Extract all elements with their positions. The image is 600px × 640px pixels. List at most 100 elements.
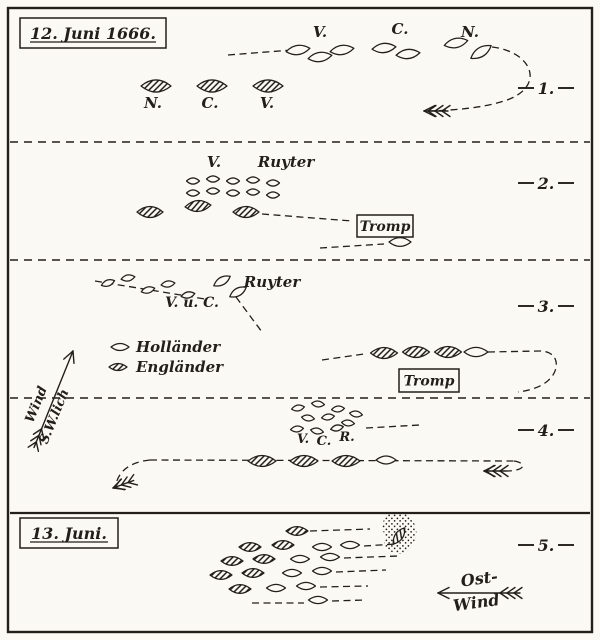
annotation-label: V.: [207, 153, 221, 171]
tromp-box-phase2-text: Tromp: [360, 219, 411, 235]
phase1-turn-loop: [429, 46, 531, 112]
englaender-ship: [252, 553, 276, 565]
hollaender-ship: [300, 414, 316, 422]
hollaender-ship: [371, 42, 397, 54]
ost-wind-label-1: Ost-: [460, 567, 499, 591]
hollaender-ship: [311, 566, 333, 576]
englaender-ship: [241, 567, 265, 579]
hollaender-ship: [120, 274, 136, 282]
phase4-left-hook: [115, 459, 151, 485]
hollaender-ship: [140, 286, 156, 294]
hollaender-ship: [443, 37, 469, 49]
phase4-right-arrow: [483, 464, 509, 478]
ost-wind-arrow: [437, 586, 523, 600]
hollaender-ship: [225, 177, 241, 185]
hollaender-ship: [339, 540, 361, 550]
annotation-label: Ruyter: [257, 153, 316, 171]
hollaender-ship: [289, 425, 305, 433]
englaender-ship: [196, 79, 228, 93]
sw-wind-arrow: [27, 350, 75, 453]
englaender-ship: [369, 346, 399, 360]
phase3-ruyter-path: [235, 296, 263, 333]
phase5-trail-1: [309, 528, 371, 532]
hollaender-ship: [185, 177, 201, 185]
phase4-cluster-dash: [365, 424, 421, 429]
hollaender-ship: [265, 179, 281, 187]
phase-marker-4: 4.: [518, 421, 574, 440]
englaender-ship: [220, 555, 244, 567]
phase4-right-hook: [505, 460, 524, 472]
hollaender-ship: [320, 413, 336, 421]
hollaender-ship: [295, 581, 317, 591]
annotation-label: C.: [317, 434, 332, 449]
phase4-main-line: [149, 459, 515, 462]
hollaender-ship: [290, 404, 306, 412]
tromp-box-phase2: Tromp: [356, 214, 414, 238]
hollaender-ship: [205, 175, 221, 183]
phase1-turn-arrow: [423, 104, 451, 118]
englaender-ship: [232, 205, 260, 219]
englaender-ship: [228, 583, 252, 595]
phase2-tromp-link: [261, 213, 353, 222]
date-box-13-juni-text: 13. Juni.: [31, 524, 107, 543]
phase-marker-3: 3.: [518, 297, 574, 316]
annotation-label: N.: [460, 23, 479, 41]
hollaender-ship: [463, 346, 489, 358]
annotation-label: R.: [338, 430, 354, 445]
hollaender-ship: [348, 410, 364, 418]
phase-marker-5: 5.: [518, 536, 574, 555]
phase5-trail-4: [335, 569, 387, 573]
annotation-label: C.: [202, 94, 219, 112]
englaender-ship: [247, 454, 277, 468]
annotation-label: Holländer: [135, 338, 221, 356]
phase-number: 2.: [537, 174, 555, 193]
hollaender-ship: [319, 552, 341, 562]
hollaender-ship: [330, 405, 346, 413]
hollaender-ship: [309, 427, 325, 435]
englaender-ship: [238, 541, 262, 553]
hollaender-ship: [205, 187, 221, 195]
phase-number: 1.: [538, 79, 555, 98]
hollaender-ship: [225, 189, 241, 197]
phase-marker-1: 1.: [518, 79, 574, 98]
phase-markers: 1. 2. 3. 4. 5.: [518, 79, 574, 555]
phase-marker-2: 2.: [518, 174, 574, 193]
annotation-label: V.: [297, 432, 309, 447]
hollaender-ship: [470, 44, 492, 60]
hollaender-ship: [307, 51, 333, 63]
hollaender-ship: [185, 189, 201, 197]
englaender-ship: [108, 362, 128, 372]
hollaender-ship: [229, 286, 247, 298]
hollaender-ship: [388, 236, 412, 248]
englaender-ship: [252, 79, 284, 93]
phase5-trail-7: [331, 599, 367, 602]
annotation-label: C.: [392, 20, 409, 38]
englaender-ship: [392, 527, 406, 545]
hollaender-ship: [395, 48, 421, 60]
annotation-label: V. u. C.: [165, 295, 219, 311]
tromp-box-phase3-text: Tromp: [404, 374, 455, 390]
hollaender-ship: [311, 542, 333, 552]
hollaender-ship: [340, 419, 356, 427]
phase5-trail-5: [319, 585, 369, 588]
date-box-12-juni-text: 12. Juni 1666.: [30, 24, 156, 43]
hollaender-ship: [213, 275, 231, 287]
section-separators: [10, 141, 590, 515]
englaender-ship: [401, 345, 431, 359]
annotation-label: V.: [260, 94, 274, 112]
phase-number: 4.: [538, 421, 555, 440]
date-box-13-juni: 13. Juni.: [19, 517, 119, 549]
englaender-ship: [140, 79, 172, 93]
hollaender-ship: [180, 291, 196, 299]
arrows: [27, 104, 523, 600]
hollaender-ship: [285, 44, 311, 56]
hollaender-ship: [375, 455, 397, 465]
englaender-ship: [271, 539, 295, 551]
annotation-label: N.: [143, 94, 162, 112]
hollaender-ship: [289, 554, 311, 564]
hollaender-ship: [160, 280, 176, 288]
annotation-label: V.: [313, 23, 327, 41]
